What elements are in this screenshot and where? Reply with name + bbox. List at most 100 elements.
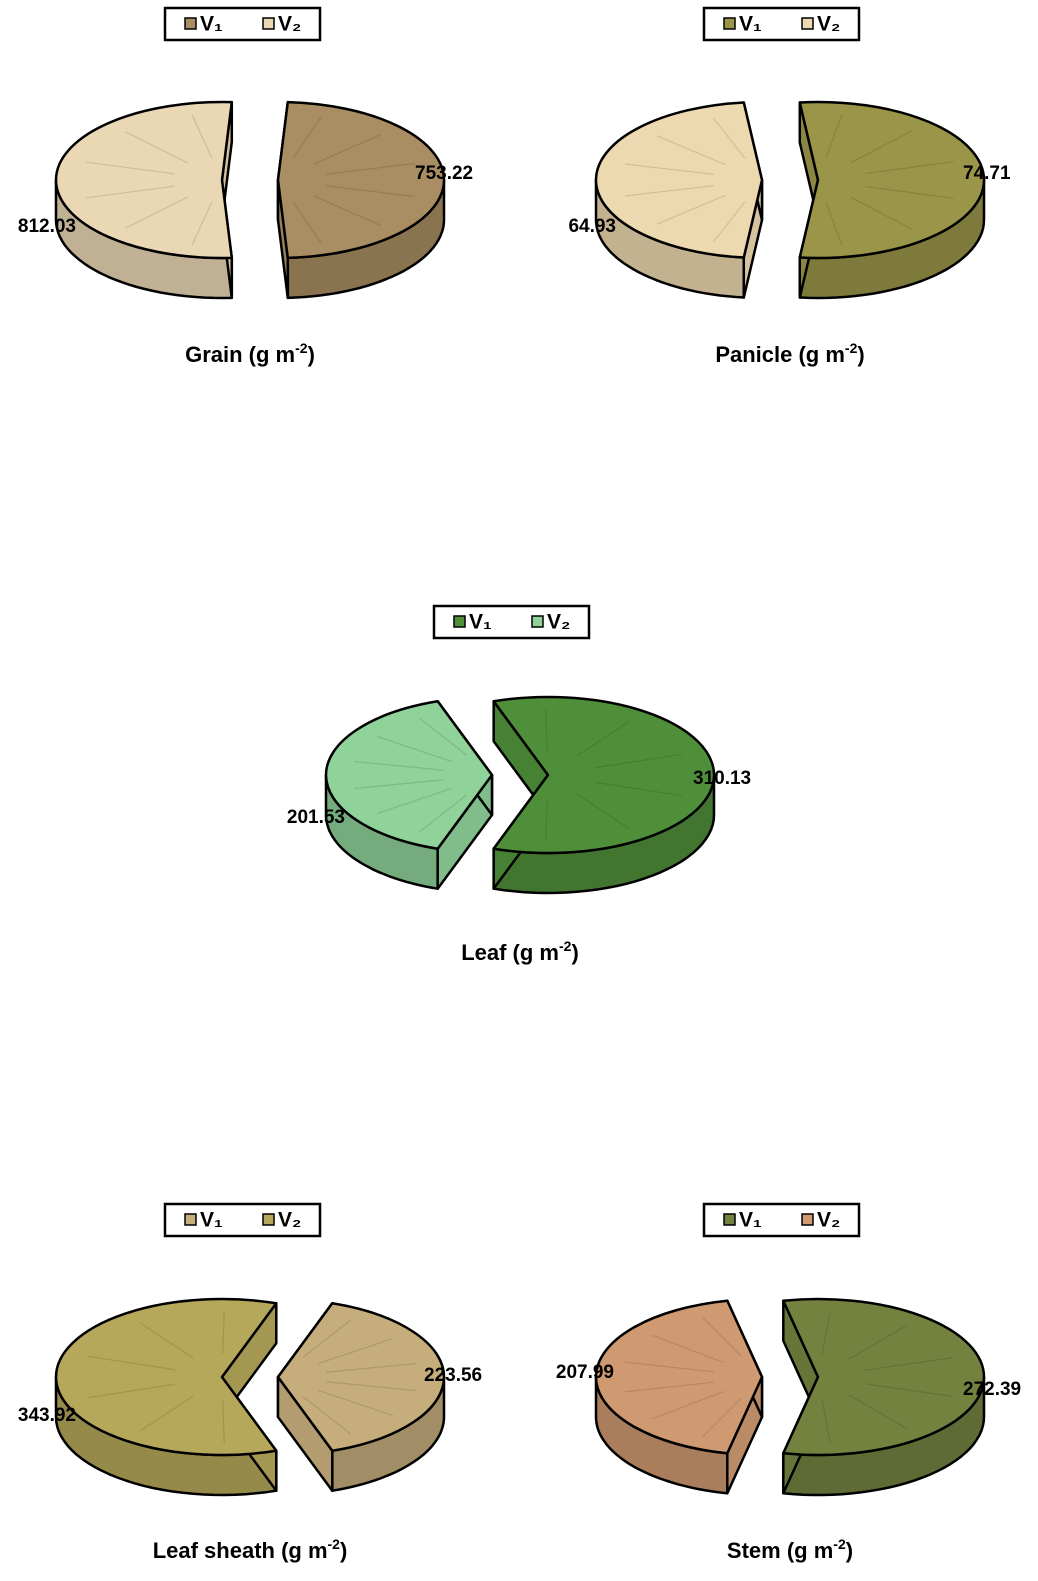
pie-texture-line <box>545 708 548 752</box>
data-label-v2: 64.93 <box>568 216 616 237</box>
pie-texture-line <box>87 1383 176 1399</box>
legend-label-v1: V₁ <box>469 611 492 634</box>
pie-texture-line <box>376 787 452 815</box>
pie-texture-line <box>624 1361 714 1373</box>
pie-texture-line <box>594 753 683 769</box>
pie-texture-line <box>419 794 467 833</box>
data-label-v1: 223.56 <box>424 1365 482 1386</box>
pie-texture-line <box>325 162 415 175</box>
pie-slice-v1 <box>782 1297 986 1497</box>
pie-texture-line <box>712 117 746 159</box>
pie-slice-v1 <box>798 100 986 300</box>
pie-slice-v2-top <box>594 101 764 259</box>
legend-label-v1: V₁ <box>739 13 762 36</box>
pie-slice-v2 <box>54 1297 278 1497</box>
pie-slice-v1 <box>492 695 716 895</box>
legend-swatch-v1 <box>723 17 736 30</box>
pie-texture-line <box>85 185 175 199</box>
pie-texture-line <box>624 1381 714 1393</box>
chart-title: Panicle (g m-2) <box>715 340 864 367</box>
pie-texture-line <box>124 196 189 229</box>
legend-box <box>702 6 861 42</box>
pie-slice-v1-top <box>798 100 986 260</box>
pie-texture-line <box>124 131 189 164</box>
pie-slice-v1 <box>276 100 446 300</box>
pie-texture-line <box>825 114 843 158</box>
legend-swatch-v1 <box>184 1213 197 1226</box>
legend-swatch-v1 <box>184 17 197 30</box>
pie-texture-line <box>85 161 175 175</box>
pie-texture-line <box>318 1389 394 1417</box>
chart-title: Leaf (g m-2) <box>461 938 579 965</box>
pie-texture-line <box>576 793 631 830</box>
pie-texture-line <box>656 135 726 166</box>
pie-slice-v2-top <box>54 100 234 260</box>
pie-texture-line <box>701 1397 742 1438</box>
legend-swatch-v2 <box>801 1213 814 1226</box>
pie-slice-v2 <box>594 1299 764 1495</box>
chart-title: Stem (g m-2) <box>727 1536 853 1563</box>
pie-texture-line <box>191 202 213 246</box>
data-label-v1: 272.39 <box>963 1379 1021 1400</box>
pie-texture-line <box>419 717 467 756</box>
pie-texture-line <box>652 1334 724 1363</box>
pie-texture-line <box>302 1319 351 1358</box>
legend-label-v1: V₁ <box>200 1209 223 1232</box>
data-label-v2: 201.53 <box>287 807 345 828</box>
pie-slice-v2 <box>54 100 234 300</box>
pie-texture-line <box>139 1395 194 1432</box>
legend-swatch-v1 <box>453 615 466 628</box>
pie-texture-line <box>326 1381 417 1392</box>
pie-slice-v1-top <box>276 100 446 260</box>
pie-texture-line <box>701 1316 742 1357</box>
pie-texture-line <box>821 1310 831 1354</box>
pie-texture-line <box>850 130 913 164</box>
pie-texture-line <box>318 1337 394 1365</box>
chart-title: Grain (g m-2) <box>185 340 315 367</box>
pie-texture-line <box>624 184 715 197</box>
pie-texture-line <box>313 195 381 227</box>
pie-texture-line <box>376 735 452 763</box>
pie-texture-line <box>624 163 715 176</box>
pie-texture-line <box>865 1383 954 1397</box>
pie-texture-line <box>865 185 954 199</box>
pie-texture-line <box>292 116 322 159</box>
data-label-v1: 753.22 <box>415 163 473 184</box>
pie-slice-v2 <box>324 700 494 890</box>
pie-texture-line <box>325 185 415 198</box>
pie-texture-line <box>292 201 322 244</box>
data-label-v2: 207.99 <box>556 1362 614 1383</box>
legend-label-v2: V₂ <box>278 13 301 36</box>
pie-texture-line <box>652 1391 724 1420</box>
legend-swatch-v2 <box>801 17 814 30</box>
legend-swatch-v2 <box>531 615 544 628</box>
pie-texture-line <box>821 1400 831 1444</box>
pie-texture-line <box>850 196 913 230</box>
chart-title: Leaf sheath (g m-2) <box>153 1536 348 1563</box>
pie-slice-v2 <box>594 101 764 299</box>
data-label-v1: 310.13 <box>693 768 751 789</box>
pie-slice-v1-top <box>492 695 716 855</box>
pie-texture-line <box>87 1355 176 1371</box>
pie-texture-line <box>865 1357 954 1371</box>
pie-texture-line <box>594 781 683 797</box>
pie-texture-line <box>848 1324 908 1360</box>
pie-slice-v2-top <box>594 1299 764 1455</box>
pie-texture-line <box>353 779 444 790</box>
legend-label-v2: V₂ <box>817 1209 840 1232</box>
pie-slice-v1-top <box>782 1297 986 1457</box>
pie-slice-v2-top <box>54 1297 278 1457</box>
pie-texture-line <box>302 1396 351 1435</box>
pie-slice-v2-top <box>324 700 494 850</box>
data-label-v1: 74.71 <box>963 163 1011 184</box>
data-label-v2: 343.92 <box>18 1405 76 1426</box>
